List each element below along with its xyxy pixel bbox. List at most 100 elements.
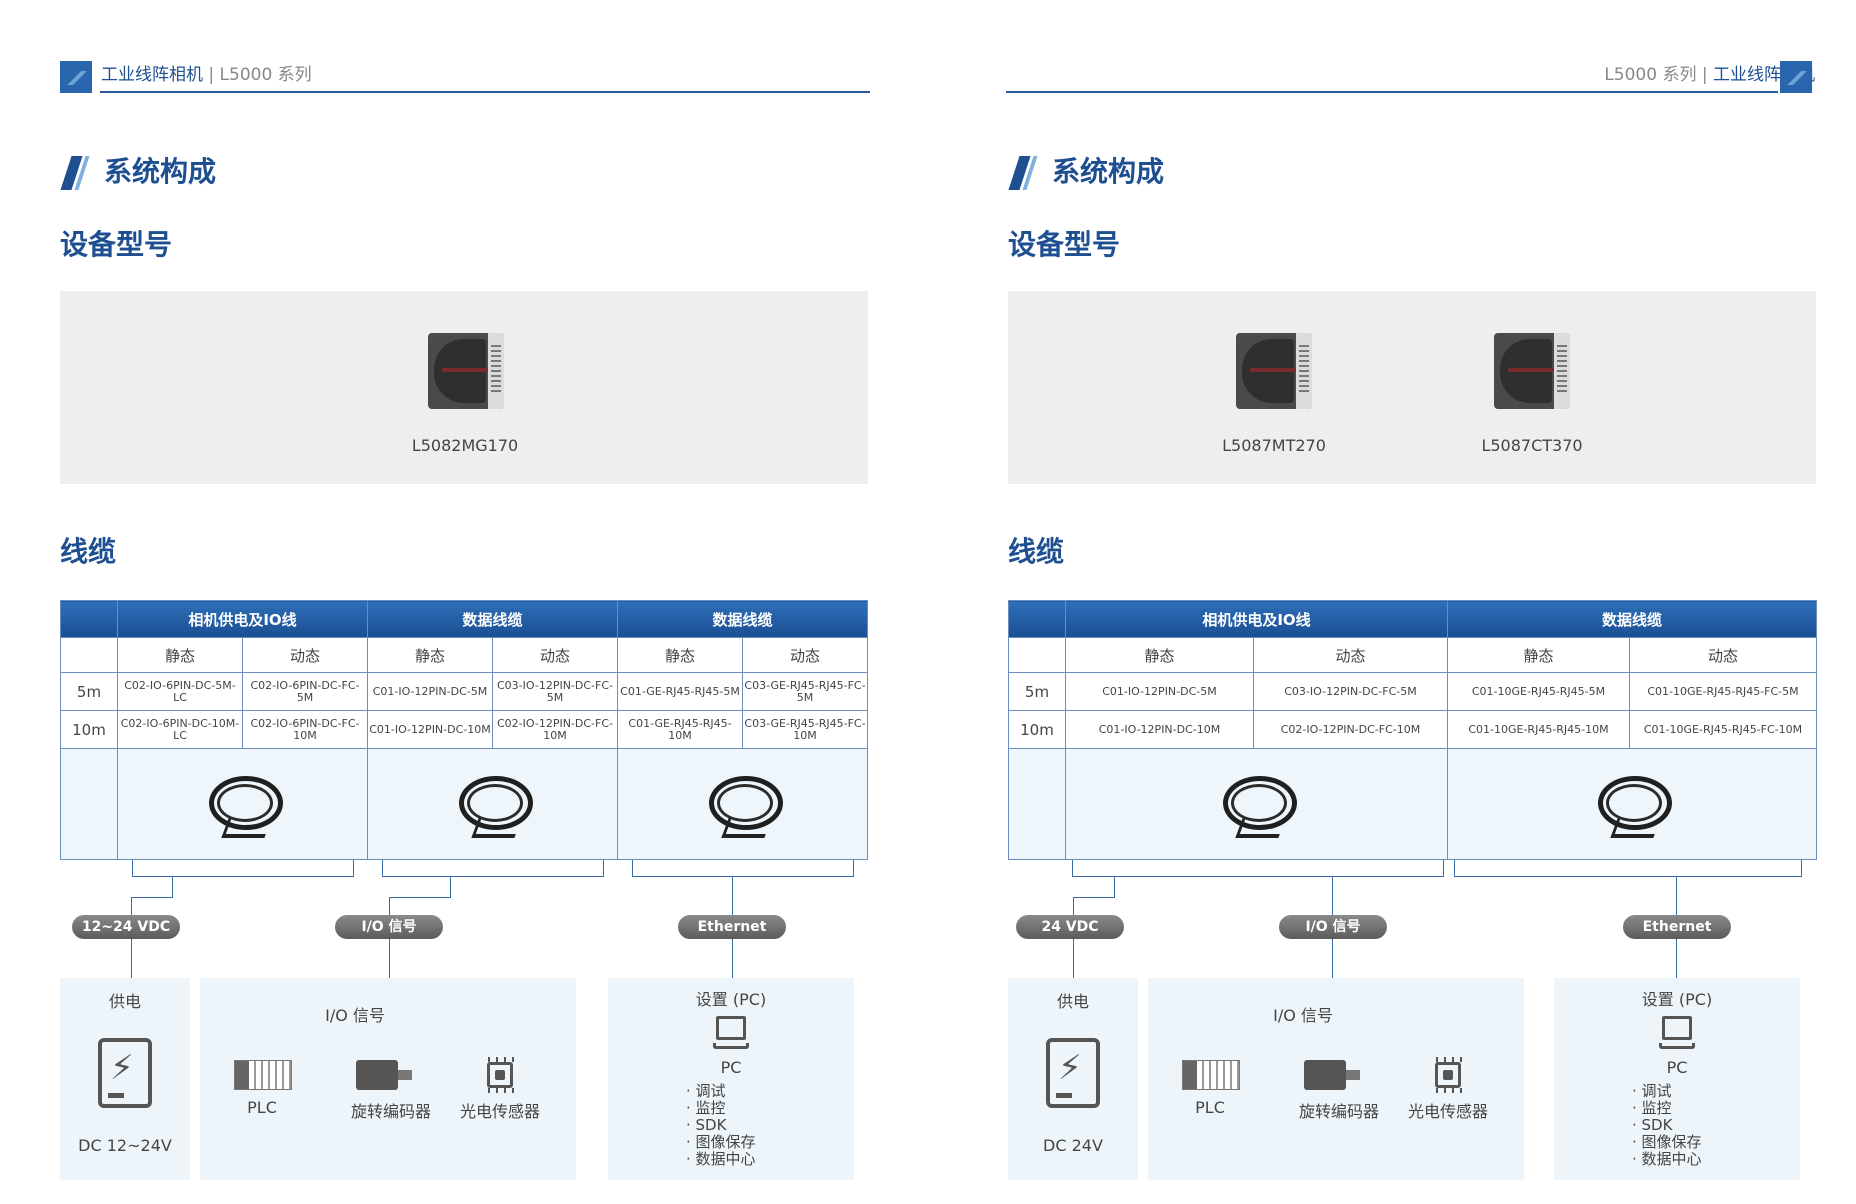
ethernet-pill: Ethernet bbox=[678, 915, 786, 939]
cable-model-cell: C01-10GE-RJ45-RJ45-FC-5M bbox=[1628, 672, 1818, 711]
group-header: 相机供电及IO线 bbox=[1065, 600, 1448, 638]
device-panel: L5082MG170 bbox=[60, 291, 868, 484]
cable-coil-image bbox=[1594, 772, 1672, 838]
header-series-code: L5000 系列 bbox=[219, 65, 312, 85]
connector-line bbox=[1676, 939, 1677, 979]
table-cell bbox=[60, 748, 118, 860]
length-cell: 10m bbox=[60, 710, 118, 749]
cable-model-cell: C01-GE-RJ45-RJ45-10M bbox=[617, 710, 743, 749]
plc-icon bbox=[234, 1060, 292, 1090]
header-series-cn: 工业线阵相机 bbox=[101, 65, 203, 85]
io-box-title: I/O 信号 bbox=[325, 1006, 385, 1025]
pc-box-title: 设置 (PC) bbox=[695, 990, 767, 1009]
cable-model-cell: C01-10GE-RJ45-RJ45-5M bbox=[1447, 672, 1630, 711]
encoder-icon bbox=[1304, 1060, 1360, 1090]
device-panel: L5087MT270 L5087CT370 bbox=[1008, 291, 1816, 484]
pc-box: 设置 (PC) PC · 调试 · 监控 · SDK · 图像保存 · 数据中心 bbox=[608, 978, 854, 1180]
header-series-code: L5000 系列 bbox=[1604, 65, 1697, 85]
cable-model-cell: C02-IO-6PIN-DC-5M-LC bbox=[117, 672, 243, 711]
brand-logo-icon bbox=[60, 61, 92, 93]
pc-function-list: · 调试 · 监控 · SDK · 图像保存 · 数据中心 bbox=[1632, 1083, 1702, 1168]
cable-coil-image bbox=[705, 772, 783, 838]
pc-function-item: · 数据中心 bbox=[1632, 1150, 1702, 1168]
pc-box: 设置 (PC) PC · 调试 · 监控 · SDK · 图像保存 · 数据中心 bbox=[1554, 978, 1800, 1180]
connector-line bbox=[1332, 939, 1333, 979]
bracket bbox=[132, 860, 354, 877]
length-cell: 10m bbox=[1008, 710, 1066, 749]
io-box: I/O 信号 PLC 旋转编码器 光电传感器 bbox=[1148, 978, 1524, 1180]
length-cell: 5m bbox=[60, 672, 118, 711]
sub-header: 动态 bbox=[742, 637, 868, 673]
group-header: 相机供电及IO线 bbox=[117, 600, 368, 638]
group-header: 数据线缆 bbox=[1446, 600, 1818, 638]
cable-model-cell: C02-IO-12PIN-DC-FC-10M bbox=[1253, 710, 1448, 749]
io-item-label: 光电传感器 bbox=[459, 1102, 540, 1121]
camera-image bbox=[1494, 333, 1570, 409]
sub-header: 动态 bbox=[1628, 637, 1818, 673]
pc-box-title: 设置 (PC) bbox=[1641, 990, 1713, 1009]
sub-header: 静态 bbox=[367, 637, 493, 673]
battery-bolt-icon: ⚡ bbox=[98, 1038, 152, 1108]
camera-image bbox=[428, 333, 504, 409]
encoder-icon bbox=[356, 1060, 412, 1090]
connector-line bbox=[1332, 877, 1333, 925]
table-corner bbox=[1008, 600, 1066, 638]
sub-header: 动态 bbox=[492, 637, 618, 673]
laptop-icon bbox=[1659, 1016, 1695, 1056]
cable-coil-image bbox=[1219, 772, 1297, 838]
pc-function-item: · 图像保存 bbox=[686, 1133, 756, 1151]
left-page: 工业线阵相机 | L5000 系列 系统构成 设备型号 L5082MG170 线… bbox=[60, 61, 870, 1180]
pc-function-item: · SDK bbox=[686, 1116, 727, 1134]
right-page: L5000 系列 | 工业线阵相机 系统构成 设备型号 L5087MT270 L… bbox=[928, 0, 1856, 1204]
header-rule bbox=[1006, 91, 1778, 93]
sensor-chip-icon bbox=[482, 1057, 518, 1093]
header-separator: | bbox=[1701, 65, 1708, 85]
connector-line bbox=[1114, 877, 1115, 897]
length-cell: 5m bbox=[1008, 672, 1066, 711]
io-item-label: PLC bbox=[247, 1098, 277, 1117]
pc-function-item: · SDK bbox=[1632, 1116, 1673, 1134]
connector-line bbox=[131, 939, 132, 979]
camera-image bbox=[1236, 333, 1312, 409]
pc-function-item: · 图像保存 bbox=[1632, 1133, 1702, 1151]
io-item-label: PLC bbox=[1195, 1098, 1225, 1117]
cable-table: 相机供电及IO线 数据线缆 数据线缆 静态 动态 静态 动态 静态 动态 5m … bbox=[60, 600, 868, 860]
cable-coil-image bbox=[205, 772, 283, 838]
io-box: I/O 信号 PLC 旋转编码器 光电传感器 bbox=[200, 978, 576, 1180]
cable-model-cell: C01-IO-12PIN-DC-5M bbox=[367, 672, 493, 711]
bracket bbox=[1072, 860, 1444, 877]
cable-model-cell: C01-IO-12PIN-DC-10M bbox=[367, 710, 493, 749]
cable-model-cell: C01-IO-12PIN-DC-10M bbox=[1065, 710, 1254, 749]
device-model-label: L5082MG170 bbox=[411, 436, 519, 455]
pc-device-label: PC bbox=[720, 1058, 742, 1077]
cable-model-cell: C01-10GE-RJ45-RJ45-10M bbox=[1447, 710, 1630, 749]
cable-model-cell: C02-IO-6PIN-DC-10M-LC bbox=[117, 710, 243, 749]
table-cell bbox=[60, 637, 118, 673]
header-rule bbox=[100, 91, 870, 93]
battery-bolt-icon: ⚡ bbox=[1046, 1038, 1100, 1108]
cable-coil-image bbox=[455, 772, 533, 838]
laptop-icon bbox=[713, 1016, 749, 1056]
connector-line bbox=[131, 897, 173, 898]
cable-model-cell: C01-10GE-RJ45-RJ45-FC-10M bbox=[1628, 710, 1818, 749]
cable-model-cell: C03-GE-RJ45-RJ45-FC-5M bbox=[742, 672, 868, 711]
power-pill: 24 VDC bbox=[1016, 915, 1124, 939]
cable-image-cell bbox=[1065, 748, 1448, 860]
connector-line bbox=[1676, 877, 1677, 925]
pc-function-item: · 监控 bbox=[1632, 1099, 1672, 1117]
io-box-title: I/O 信号 bbox=[1273, 1006, 1333, 1025]
cable-image-cell bbox=[617, 748, 868, 860]
page-header: 工业线阵相机 | L5000 系列 bbox=[101, 64, 312, 86]
io-item-label: 旋转编码器 bbox=[1298, 1102, 1379, 1121]
table-row: 10m C02-IO-6PIN-DC-10M-LC C02-IO-6PIN-DC… bbox=[60, 710, 868, 749]
bracket bbox=[632, 860, 854, 877]
io-pill: I/O 信号 bbox=[335, 915, 443, 939]
table-row: 10m C01-IO-12PIN-DC-10M C02-IO-12PIN-DC-… bbox=[1008, 710, 1818, 749]
bracket bbox=[382, 860, 604, 877]
cable-model-cell: C03-GE-RJ45-RJ45-FC-10M bbox=[742, 710, 868, 749]
connector-line bbox=[389, 897, 451, 898]
connector-line bbox=[172, 877, 173, 897]
section-title: 系统构成 bbox=[1052, 155, 1165, 188]
power-box-title: 供电 bbox=[108, 992, 141, 1011]
pc-function-list: · 调试 · 监控 · SDK · 图像保存 · 数据中心 bbox=[686, 1083, 756, 1168]
